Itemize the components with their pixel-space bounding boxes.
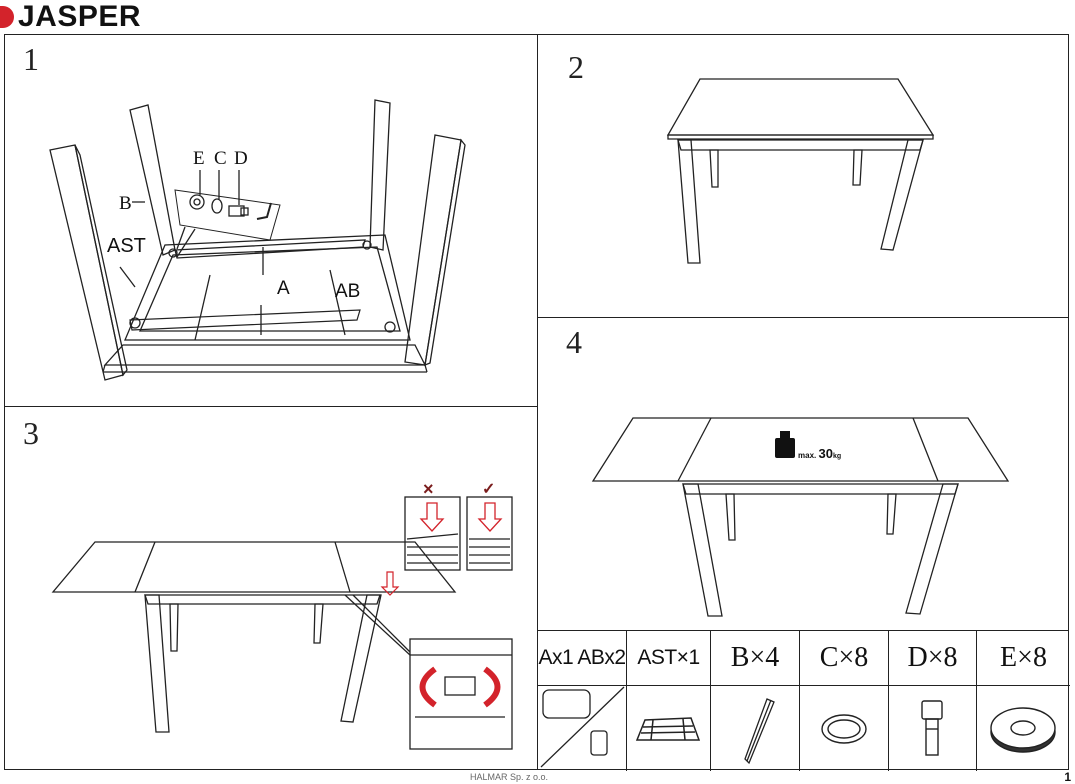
brand-logo-icon [0, 6, 14, 28]
max-load-label: max. 30kg [798, 446, 842, 461]
step-number: 4 [566, 324, 582, 360]
part-label: D×8 [889, 631, 976, 686]
parts-list: Ax1 ABx2 AST×1 B×4 C×8 D×8 [537, 630, 1070, 771]
part-label: Ax1 ABx2 [538, 631, 626, 686]
step-2-panel: 2 [537, 34, 1069, 318]
spring-washer-icon [821, 714, 867, 744]
part-cell-ast: AST×1 [627, 631, 711, 771]
part-cell-b: B×4 [711, 631, 800, 771]
correct-mark-icon: ✓ [482, 481, 496, 498]
part-cell-c: C×8 [800, 631, 889, 771]
extended-table-detail-drawing [51, 496, 513, 750]
step-number: 2 [568, 49, 584, 85]
underside-assembly-drawing [49, 99, 466, 381]
part-cell-d: D×8 [889, 631, 977, 771]
bolt-icon [921, 700, 943, 756]
part-cell-e: E×8 [977, 631, 1070, 771]
brand: JASPER [0, 0, 141, 34]
brand-name: JASPER [18, 0, 142, 33]
page-number: 1 [1064, 770, 1071, 784]
part-label: B×4 [711, 631, 799, 686]
assembled-table-drawing [666, 78, 935, 264]
part-label: E×8 [977, 631, 1070, 686]
leaf-panels-icon [540, 686, 625, 768]
footer-code: HALMAR Sp. z o.o. [470, 772, 549, 782]
part-label-d: D [234, 148, 248, 169]
leg-icon [744, 698, 775, 765]
part-label: AST×1 [627, 631, 710, 686]
part-label-e: E [193, 148, 205, 169]
step-4-panel: 4 max. 30kg [537, 317, 1069, 631]
part-label-c: C [214, 148, 227, 169]
part-label-ab: AB [335, 281, 361, 302]
step-3-panel: 3 × ✓ [4, 406, 538, 770]
step-1-panel: 1 [4, 34, 538, 407]
wrong-mark-icon: × [423, 479, 434, 499]
part-label-a: A [277, 278, 290, 299]
extended-table-load-drawing [591, 417, 1010, 617]
step-number: 1 [23, 41, 39, 77]
frame-icon [635, 717, 701, 741]
part-label-b: B [119, 193, 132, 214]
flat-washer-icon [990, 707, 1056, 753]
step-number: 3 [23, 415, 39, 451]
part-cell-a-ab: Ax1 ABx2 [538, 631, 627, 771]
part-label: C×8 [800, 631, 888, 686]
part-label-ast: AST [107, 235, 146, 257]
